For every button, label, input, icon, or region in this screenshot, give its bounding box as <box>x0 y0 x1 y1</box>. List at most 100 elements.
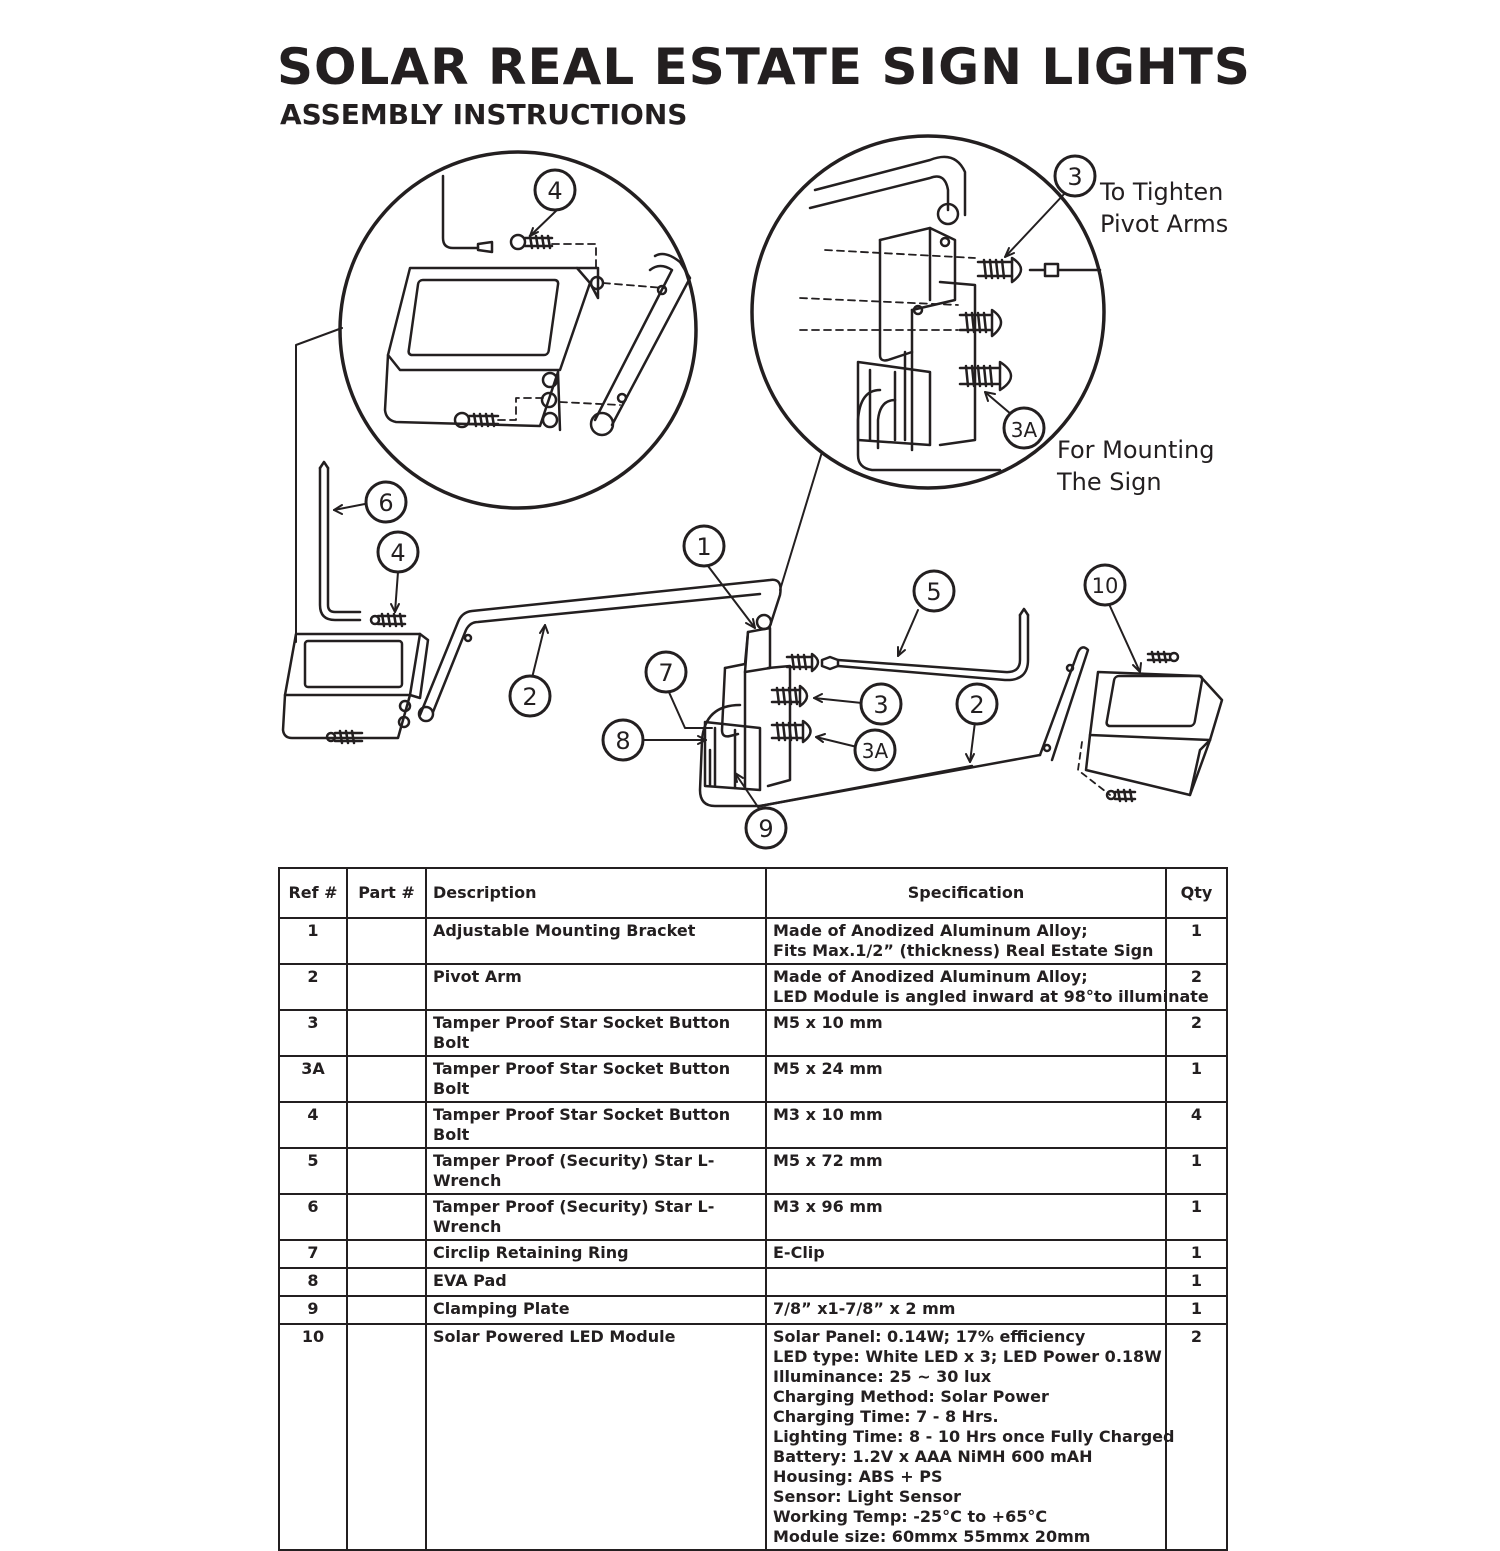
callout-8: 8 <box>615 727 630 755</box>
cell-specification: M5 x 24 mm <box>765 1055 1167 1103</box>
spec-line: Charging Method: Solar Power <box>773 1387 1049 1406</box>
callout-4: 4 <box>390 539 405 567</box>
spec-line: LED type: White LED x 3; LED Power 0.18W <box>773 1347 1162 1366</box>
cell-qty: 1 <box>1165 1295 1228 1325</box>
cell-ref: 3A <box>278 1055 348 1103</box>
callout-3a: 3A <box>862 739 889 763</box>
cell-qty: 2 <box>1165 1323 1228 1551</box>
callout-balloon <box>682 524 726 568</box>
header-description: Description <box>425 867 767 919</box>
cell-qty: 1 <box>1165 917 1228 965</box>
spec-line: Made of Anodized Aluminum Alloy; <box>773 967 1088 986</box>
cell-ref: 8 <box>278 1267 348 1297</box>
callout-4-zoom: 4 <box>547 177 562 205</box>
cell-ref: 3 <box>278 1009 348 1057</box>
cell-specification: Made of Anodized Aluminum Alloy;LED Modu… <box>765 963 1209 1011</box>
mounting-bracket <box>698 626 1042 808</box>
callout-balloon <box>601 718 645 762</box>
cell-qty: 2 <box>1165 963 1228 1011</box>
zoom-detail-left <box>338 150 698 510</box>
pivot-arm-left <box>417 578 782 723</box>
callout-6: 6 <box>378 489 393 517</box>
cell-specification: 7/8” x1-7/8” x 2 mm <box>765 1295 1167 1325</box>
cell-part <box>346 1239 427 1269</box>
header-part: Part # <box>346 867 427 919</box>
callout-balloon <box>1053 154 1097 198</box>
callout-3: 3 <box>873 691 888 719</box>
callout-balloon <box>533 168 577 212</box>
note-mounting-line1: For Mounting <box>1057 436 1215 464</box>
header-qty: Qty <box>1165 867 1228 919</box>
zoom-detail-right <box>750 134 1106 490</box>
cell-qty: 1 <box>1165 1193 1228 1241</box>
cell-qty: 2 <box>1165 1009 1228 1057</box>
cell-part <box>346 1147 427 1195</box>
cell-ref: 7 <box>278 1239 348 1269</box>
cell-part <box>346 1323 427 1551</box>
cell-part <box>346 1193 427 1241</box>
table-row: 6 Tamper Proof (Security) Star L-Wrench M3… <box>278 1193 1228 1241</box>
callout-balloon <box>644 650 688 694</box>
note-tighten: To Tighten Pivot Arms <box>1100 176 1228 240</box>
callout-balloon <box>859 682 903 726</box>
cell-description: EVA Pad <box>425 1267 767 1297</box>
cell-specification: M5 x 72 mm <box>765 1147 1167 1195</box>
cell-description: Clamping Plate <box>425 1295 767 1325</box>
callout-7: 7 <box>658 659 673 687</box>
cell-part <box>346 1101 427 1149</box>
cell-ref: 6 <box>278 1193 348 1241</box>
spec-line: E-Clip <box>773 1243 825 1262</box>
page-title: SOLAR REAL ESTATE SIGN LIGHTS <box>277 38 1251 96</box>
spec-line: M5 x 10 mm <box>773 1013 883 1032</box>
cell-part <box>346 1267 427 1297</box>
cell-specification: E-Clip <box>765 1239 1167 1269</box>
callout-2-left: 2 <box>522 683 537 711</box>
header-ref: Ref # <box>278 867 348 919</box>
spec-line: M5 x 72 mm <box>773 1151 883 1170</box>
spec-line: 7/8” x1-7/8” x 2 mm <box>773 1299 956 1318</box>
cell-specification <box>765 1267 1167 1297</box>
note-tighten-line1: To Tighten <box>1100 178 1224 206</box>
cell-ref: 4 <box>278 1101 348 1149</box>
callout-balloon <box>744 806 788 850</box>
callout-3a-zoom: 3A <box>1011 418 1038 442</box>
spec-line: Solar Panel: 0.14W; 17% efficiency <box>773 1327 1086 1346</box>
page-subtitle: ASSEMBLY INSTRUCTIONS <box>280 98 688 131</box>
cell-ref: 1 <box>278 917 348 965</box>
cell-description: Tamper Proof (Security) Star L-Wrench <box>425 1147 767 1195</box>
cell-qty: 4 <box>1165 1101 1228 1149</box>
spec-line: M3 x 96 mm <box>773 1197 883 1216</box>
callout-balloon <box>376 530 420 574</box>
cell-qty: 1 <box>1165 1147 1228 1195</box>
callout-5: 5 <box>926 578 941 606</box>
cell-description: Solar Powered LED Module <box>425 1323 767 1551</box>
callout-9: 9 <box>758 815 773 843</box>
note-tighten-line2: Pivot Arms <box>1100 210 1229 238</box>
cell-description: Adjustable Mounting Bracket <box>425 917 767 965</box>
cell-part <box>346 917 427 965</box>
cell-description: Tamper Proof (Security) Star L-Wrench <box>425 1193 767 1241</box>
cell-description: Tamper Proof Star Socket Button Bolt <box>425 1055 767 1103</box>
header-specification: Specification <box>765 867 1167 919</box>
callout-3-zoom: 3 <box>1067 163 1082 191</box>
spec-line: Module size: 60mmx 55mmx 20mm <box>773 1527 1091 1546</box>
cell-ref: 10 <box>278 1323 348 1551</box>
callout-balloon <box>853 728 897 772</box>
cell-part <box>346 1009 427 1057</box>
spec-line: Battery: 1.2V x AAA NiMH 600 mAH <box>773 1447 1093 1466</box>
callout-2-right: 2 <box>969 691 984 719</box>
wrench-6 <box>318 460 362 622</box>
cell-part <box>346 963 427 1011</box>
cell-ref: 2 <box>278 963 348 1011</box>
callout-balloon <box>1083 563 1127 607</box>
cell-ref: 5 <box>278 1147 348 1195</box>
